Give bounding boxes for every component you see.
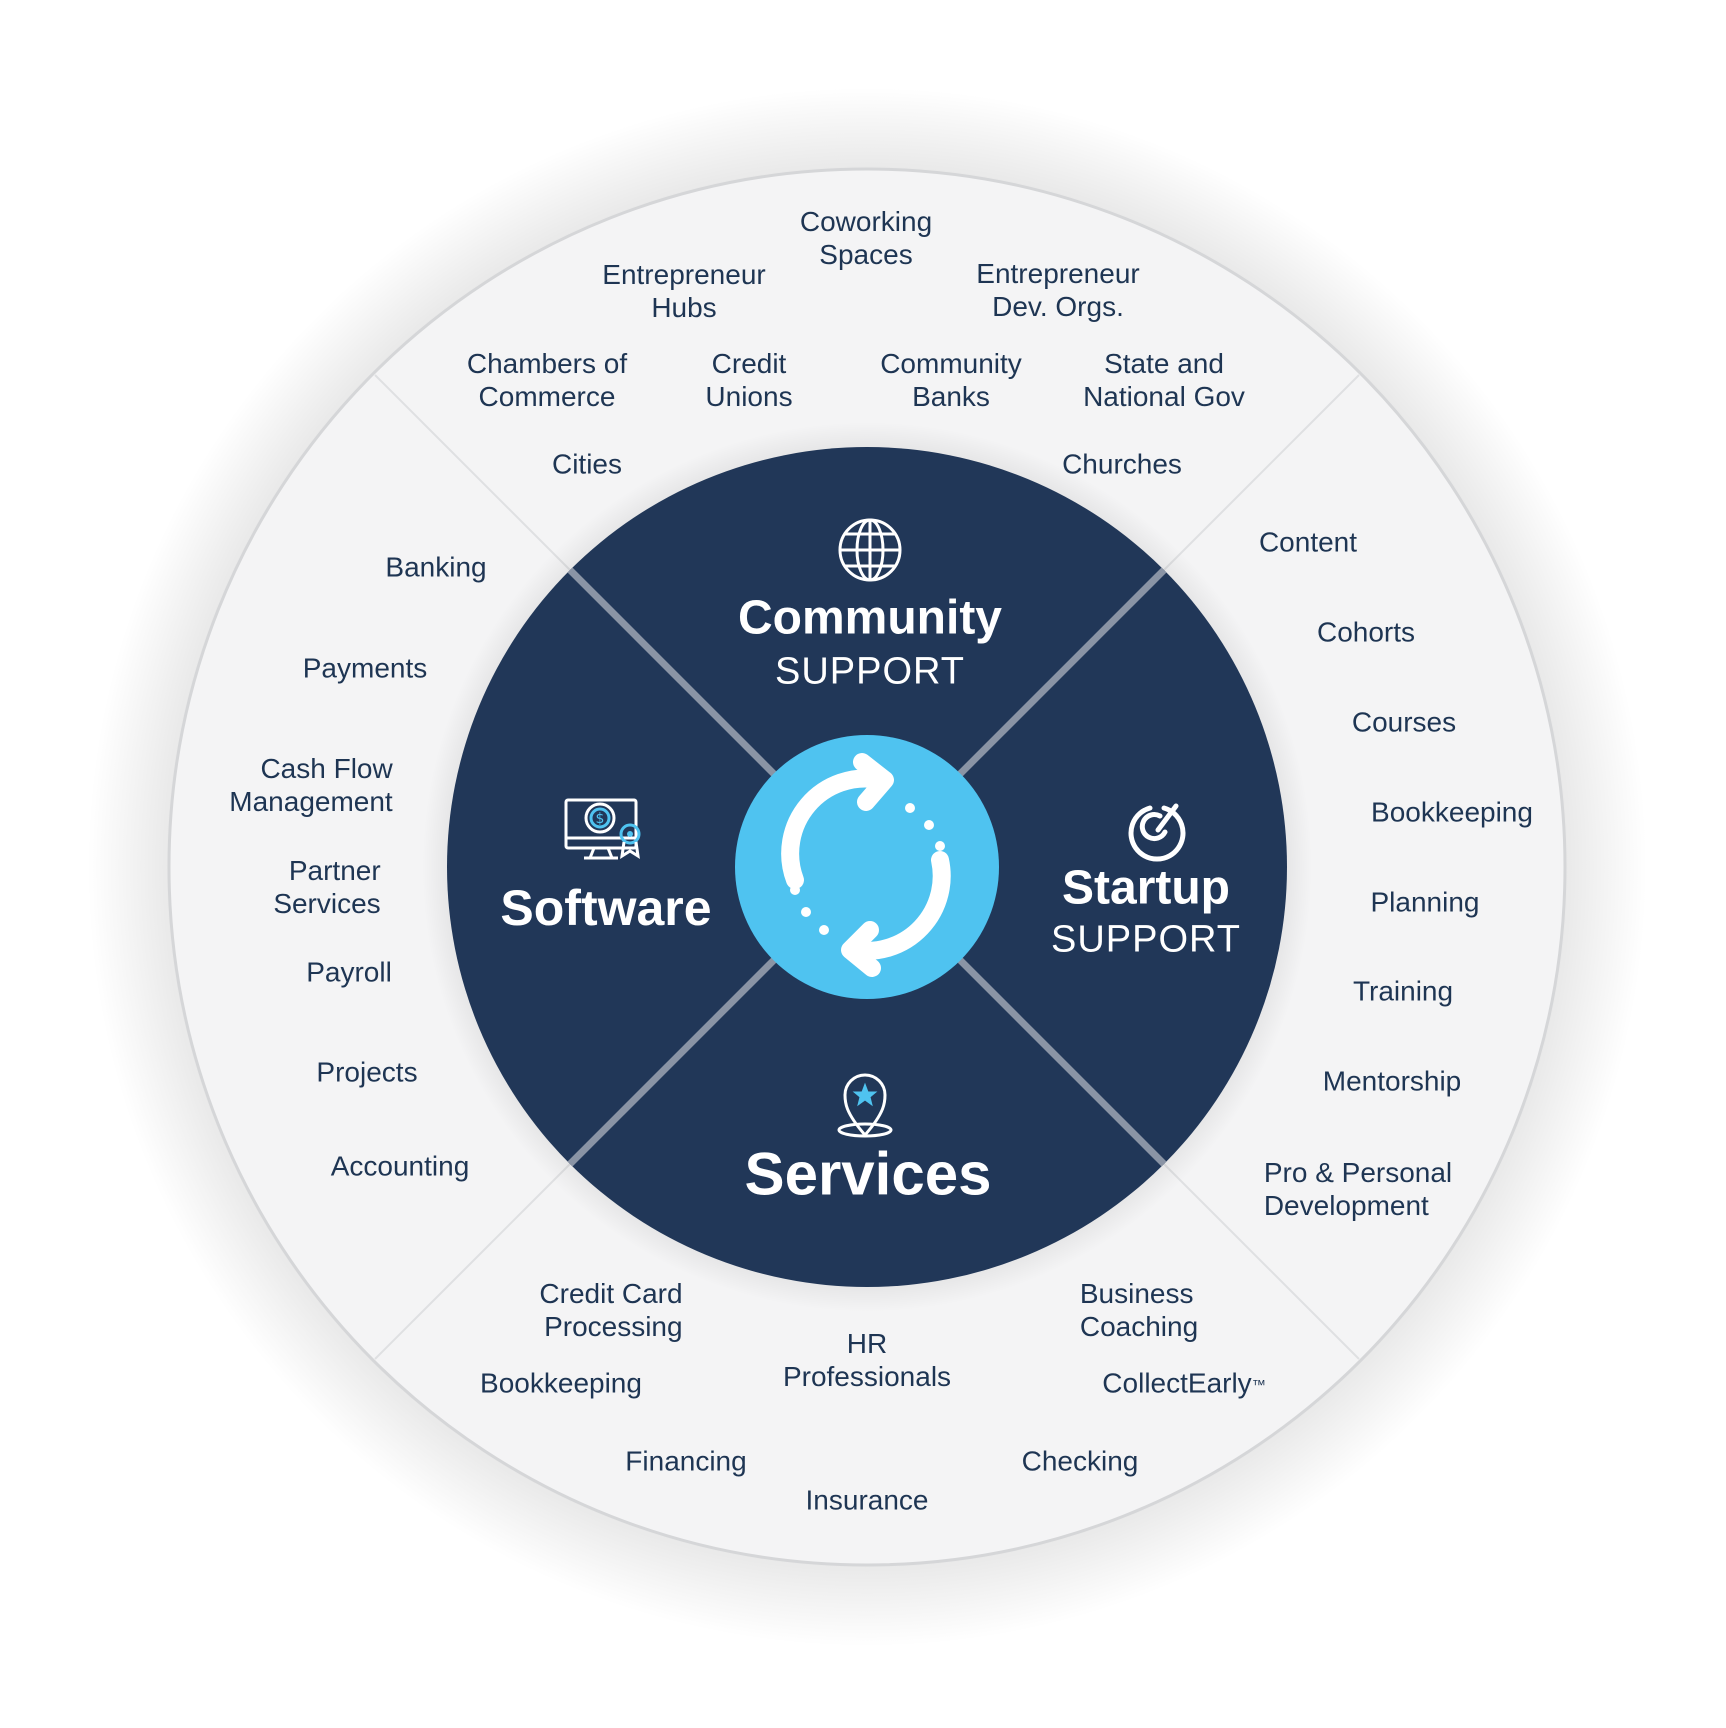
services-item: Financing bbox=[625, 1445, 747, 1477]
check-circle-icon bbox=[1128, 803, 1186, 862]
refresh-cycle-icon bbox=[781, 753, 951, 977]
services-item: Checking bbox=[1021, 1445, 1139, 1477]
startup-item: Mentorship bbox=[1322, 1065, 1462, 1097]
community-title: Community bbox=[738, 591, 1002, 645]
map-pin-star-icon bbox=[837, 1073, 893, 1138]
quadrant-dividers bbox=[567, 567, 1167, 1167]
community-item: Churches bbox=[1062, 448, 1182, 480]
startup-item: Content bbox=[1258, 526, 1358, 558]
services-item: CollectEarly™ bbox=[1102, 1367, 1266, 1399]
startup-item: Planning bbox=[1370, 886, 1480, 918]
globe-icon bbox=[838, 518, 902, 582]
community-subtitle: SUPPORT bbox=[774, 650, 966, 693]
startup-item: Bookkeeping bbox=[1371, 796, 1533, 828]
computer-dollar-icon: $ bbox=[564, 798, 641, 860]
services-title: Services bbox=[744, 1140, 992, 1208]
outer-dividers bbox=[374, 374, 1360, 1360]
startup-title: Startup bbox=[1062, 861, 1230, 915]
software-title: Software bbox=[500, 880, 712, 936]
software-item: Payroll bbox=[306, 956, 392, 988]
trademark-symbol: ™ bbox=[1251, 1376, 1266, 1393]
community-item: Cities bbox=[551, 448, 623, 480]
services-item: Bookkeeping bbox=[480, 1367, 642, 1399]
software-item: Projects bbox=[316, 1056, 418, 1088]
startup-item: Cohorts bbox=[1316, 616, 1416, 648]
svg-text:$: $ bbox=[596, 811, 605, 827]
startup-subtitle: SUPPORT bbox=[1050, 918, 1242, 961]
software-item: Payments bbox=[302, 652, 428, 684]
startup-item: Training bbox=[1352, 975, 1454, 1007]
software-item: Accounting bbox=[330, 1150, 470, 1182]
software-item: Banking bbox=[385, 551, 487, 583]
services-item: Insurance bbox=[805, 1484, 929, 1516]
startup-item: Courses bbox=[1351, 706, 1457, 738]
